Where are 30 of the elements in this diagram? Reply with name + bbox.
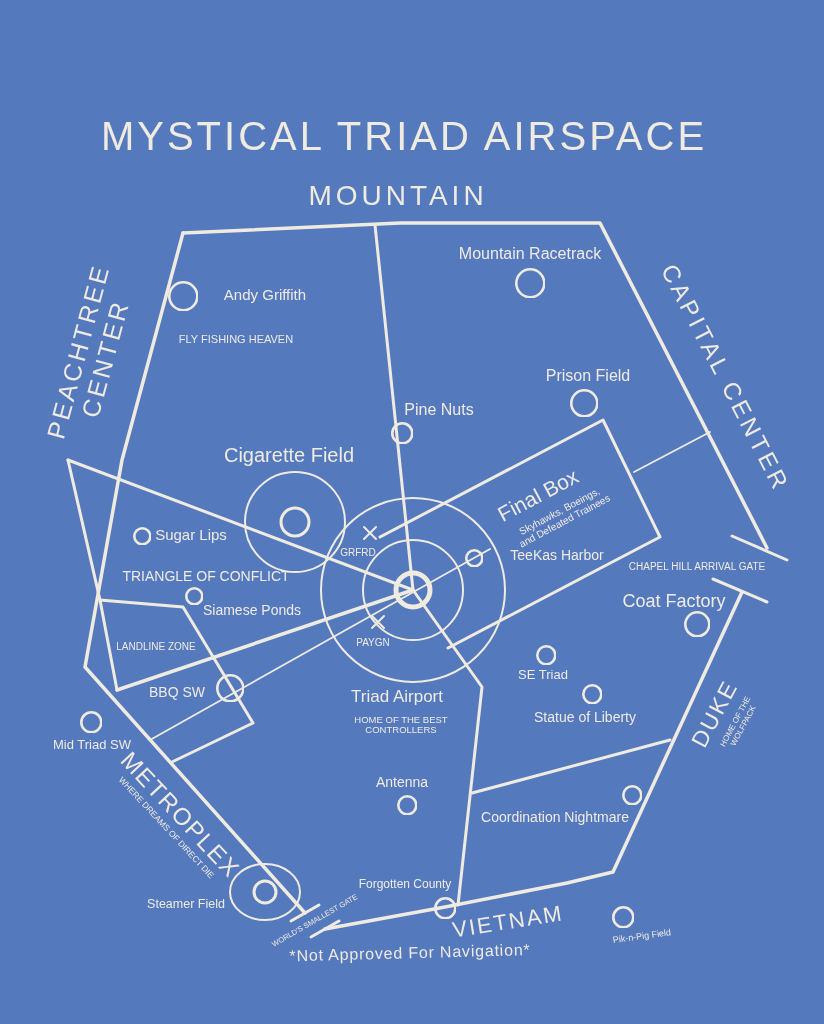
zone-name: LANDLINE ZONE bbox=[116, 640, 196, 652]
place-name: BBQ SW bbox=[149, 685, 205, 701]
place-name: Pine Nuts bbox=[404, 401, 474, 419]
zone-name: TRIANGLE OF CONFLICT bbox=[122, 569, 290, 585]
place-name: Steamer Field bbox=[147, 898, 225, 912]
place-name: Prison Field bbox=[545, 367, 631, 385]
sector-name: VIETNAM bbox=[450, 901, 566, 943]
place-name: Sugar Lips bbox=[155, 526, 227, 544]
place-note: FLY FISHING HEAVEN bbox=[178, 332, 294, 346]
place-name: Andy Griffith bbox=[223, 286, 307, 304]
place-name: Cigarette Field bbox=[223, 444, 355, 466]
gate-name: CHAPEL HILL ARRIVAL GATE bbox=[628, 560, 766, 572]
place-name: TeeKas Harbor bbox=[510, 548, 604, 564]
place-name: Coat Factory bbox=[622, 592, 726, 612]
fix-name: GRFRD bbox=[340, 546, 376, 558]
place-name: Statue of Liberty bbox=[534, 710, 636, 726]
place-name: Coordination Nightmare bbox=[481, 810, 629, 826]
sector-name: MOUNTAIN bbox=[308, 180, 488, 212]
place-name: Pik-n-Pig Field bbox=[612, 928, 672, 946]
place-name: Mid Triad SW bbox=[53, 737, 131, 752]
airport-name: Triad Airport bbox=[351, 687, 443, 707]
place-name: Siamese Ponds bbox=[202, 603, 302, 619]
place-name: Mountain Racetrack bbox=[458, 245, 602, 263]
fix-name: PAYGN bbox=[356, 636, 390, 648]
place-name: SE Triad bbox=[518, 667, 568, 683]
caption: *Not Approved For Navigation* bbox=[289, 941, 531, 965]
place-note: HOME OF THE BEST CONTROLLERS bbox=[353, 714, 449, 736]
place-name: Forgotten County bbox=[358, 878, 452, 892]
title: MYSTICAL TRIAD AIRSPACE bbox=[100, 114, 708, 158]
place-name: Antenna bbox=[375, 775, 429, 791]
